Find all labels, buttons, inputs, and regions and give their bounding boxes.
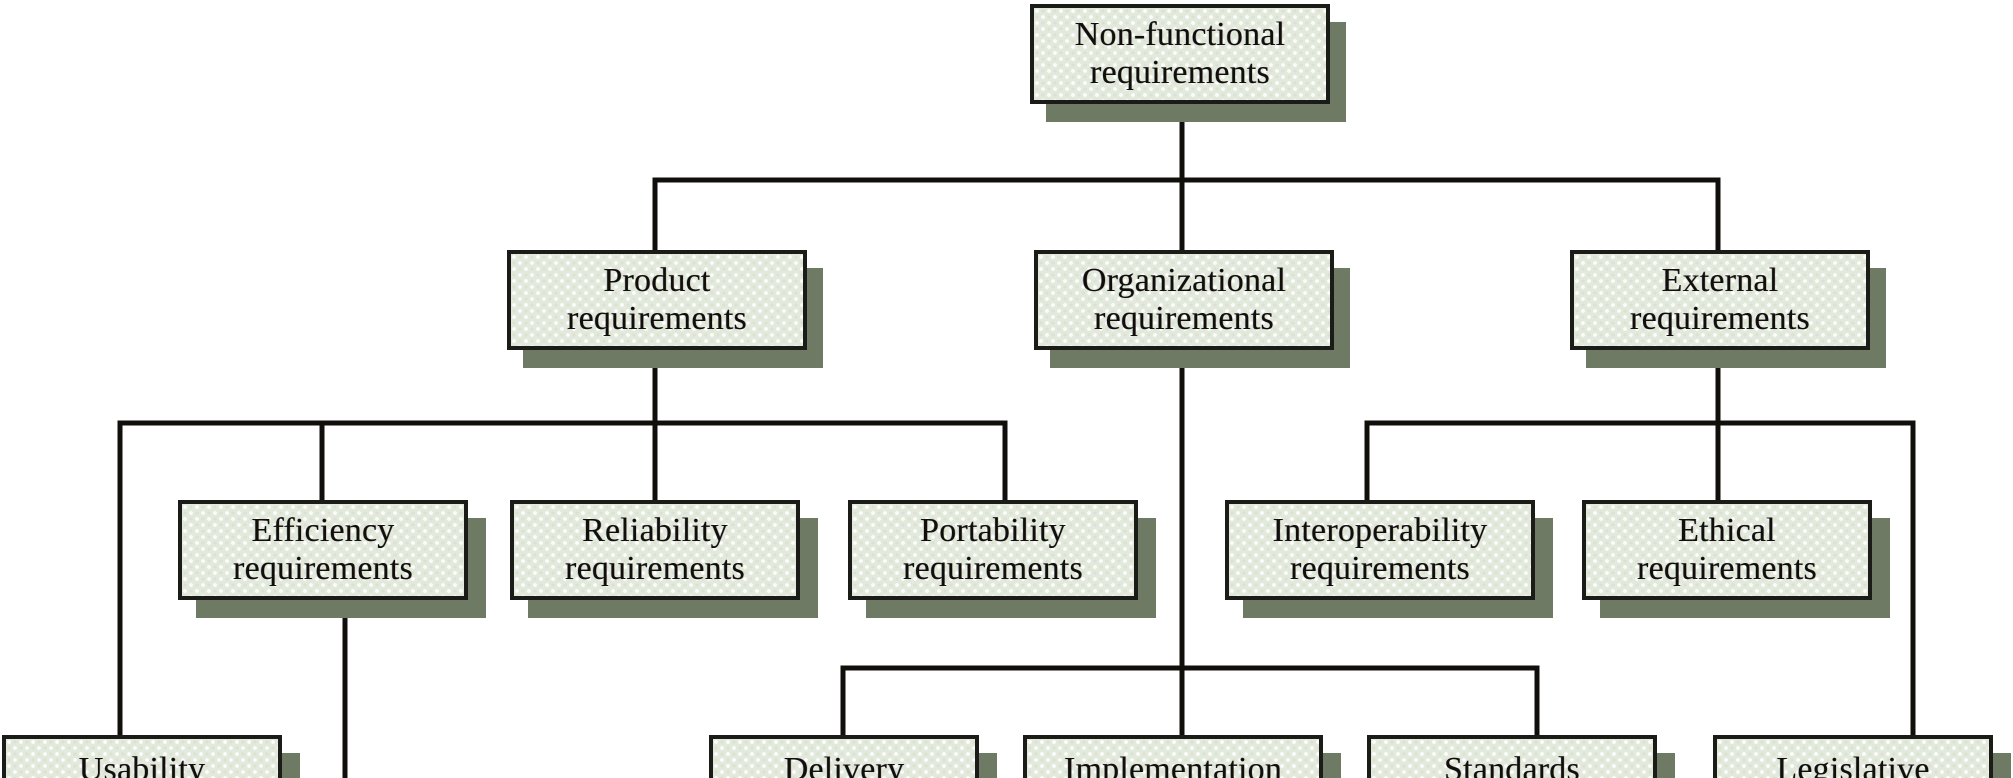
node-label: Delivery	[783, 751, 905, 778]
node-usability[interactable]: Usability	[2, 735, 282, 778]
node-delivery[interactable]: Delivery	[709, 735, 979, 778]
node-label: Usability	[78, 751, 206, 778]
node-label: Standards	[1444, 751, 1580, 778]
node-legislative[interactable]: Legislative	[1713, 735, 1993, 778]
node-standards[interactable]: Standards	[1367, 735, 1657, 778]
node-label: Implementation	[1063, 751, 1283, 778]
node-implementation[interactable]: Implementation	[1023, 735, 1323, 778]
node-label: Legislative	[1776, 751, 1930, 778]
